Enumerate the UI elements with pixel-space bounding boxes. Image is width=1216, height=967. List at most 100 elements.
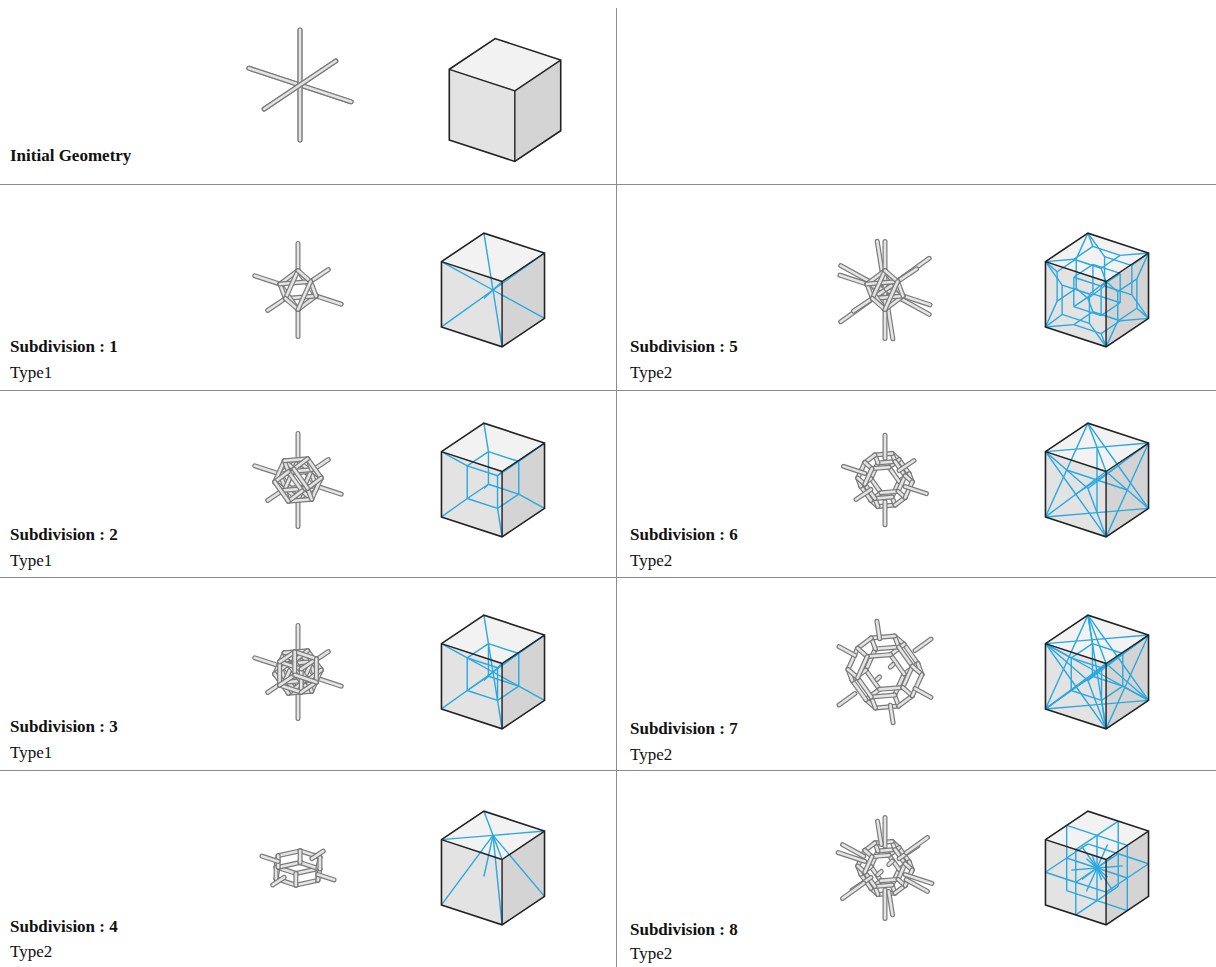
row-heading: Subdivision : 3 <box>10 717 118 737</box>
strut <box>906 838 927 853</box>
subdivision-line <box>441 290 493 327</box>
strut-highlight <box>866 670 880 689</box>
subdivision-line <box>1127 878 1128 911</box>
subdivision-line <box>467 466 497 476</box>
strut <box>317 857 322 869</box>
strut <box>843 845 864 857</box>
subdivision-line <box>493 831 545 835</box>
subdivision-line <box>1074 246 1093 259</box>
cube-edge <box>1045 452 1106 472</box>
unit-cube <box>441 233 544 347</box>
subdivision-line <box>1071 658 1072 691</box>
subdivision-line <box>1071 690 1101 700</box>
cube-outline <box>1045 615 1148 729</box>
strut <box>858 678 872 697</box>
strut-highlight <box>872 855 889 856</box>
cube-outline <box>441 615 544 729</box>
unit-cube <box>449 39 560 162</box>
strut <box>872 467 889 468</box>
subdivision-line <box>467 466 468 499</box>
unit-cube <box>441 615 544 729</box>
subdivision-line <box>1097 466 1118 480</box>
cube-edge <box>502 253 544 281</box>
cube-edge <box>501 860 502 925</box>
cube-face <box>1045 644 1106 729</box>
strut-lattice <box>838 817 932 918</box>
subdivision-line <box>484 484 489 488</box>
subdivision-line <box>1117 292 1118 321</box>
subdivision-line <box>493 290 502 347</box>
strut-highlight <box>318 857 320 868</box>
strut-highlight <box>262 856 278 861</box>
subdivision-line <box>1062 285 1089 294</box>
strut-highlight <box>885 271 898 282</box>
cube-face <box>441 644 502 729</box>
strut <box>883 435 888 458</box>
strut-highlight <box>839 647 855 656</box>
subdivision-line <box>467 658 468 691</box>
unit-cube <box>1045 423 1148 537</box>
strut <box>275 482 289 501</box>
row-heading: Subdivision : 1 <box>10 337 118 357</box>
row-heading: Subdivision : 7 <box>630 719 738 739</box>
strut <box>292 652 297 675</box>
strut <box>318 857 320 868</box>
cube-outline <box>441 811 544 925</box>
strut-highlight <box>875 885 892 886</box>
unit-cube <box>441 423 544 537</box>
subdivision-line <box>1097 513 1106 537</box>
strut-highlight <box>880 687 903 689</box>
strut <box>883 502 888 525</box>
strut-highlight <box>275 482 289 501</box>
subdivision-line <box>1123 686 1149 700</box>
strut <box>890 655 904 674</box>
subdivision-line <box>1045 690 1071 708</box>
subdivision-line <box>1066 825 1067 858</box>
strut <box>298 282 311 310</box>
strut <box>296 243 301 270</box>
strut-highlight <box>297 433 300 460</box>
strut-lattice <box>255 433 342 526</box>
strut <box>280 662 302 669</box>
strut <box>899 647 913 666</box>
subdivision-line <box>1097 866 1123 868</box>
subdivision-line <box>1088 615 1093 643</box>
type-label: Type2 <box>630 551 672 571</box>
subdivision-line <box>1045 858 1066 872</box>
strut-highlight <box>871 695 894 697</box>
cube-face <box>441 262 502 347</box>
subdivision-line <box>484 615 489 643</box>
type-label: Type2 <box>630 363 672 383</box>
subdivision-line <box>498 686 519 700</box>
strut <box>915 689 931 698</box>
subdivision-line <box>1045 314 1062 326</box>
strut <box>875 497 892 498</box>
subdivision-line <box>1097 821 1118 835</box>
strut-highlight <box>297 625 300 652</box>
strut <box>885 271 898 282</box>
strut-highlight <box>273 877 284 885</box>
strut-highlight <box>889 861 893 864</box>
strut <box>311 270 329 282</box>
strut <box>278 863 300 868</box>
strut <box>878 821 882 844</box>
strut <box>875 885 892 886</box>
cube-edge <box>502 635 544 663</box>
subdivision-line <box>518 462 519 495</box>
strut-highlight <box>884 890 887 919</box>
subdivision-line <box>493 672 498 700</box>
strut-highlight <box>875 706 898 708</box>
unit-cube <box>441 811 544 925</box>
subdivision-line <box>1118 466 1148 509</box>
strut <box>858 657 868 678</box>
strut <box>255 276 280 284</box>
strut <box>905 487 926 494</box>
subdivision-line <box>1088 844 1118 854</box>
strut <box>268 298 286 310</box>
strut-highlight <box>299 851 302 863</box>
strut-highlight <box>881 491 898 492</box>
strut-highlight <box>311 270 329 282</box>
strut-lattice <box>840 241 930 339</box>
strut-highlight <box>890 655 904 674</box>
strut-highlight <box>298 271 311 282</box>
